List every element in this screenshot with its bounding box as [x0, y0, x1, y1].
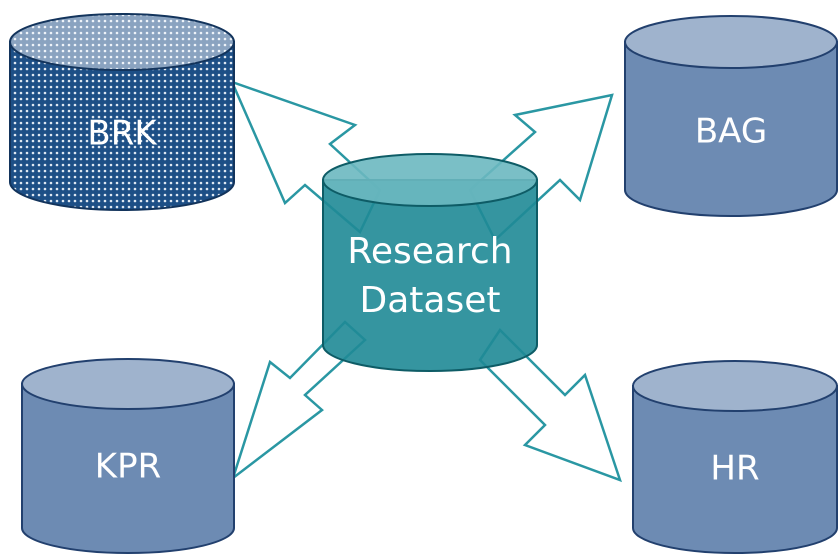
arrow-to-hr — [478, 328, 623, 483]
kpr-label: KPR — [95, 447, 161, 487]
hr-cylinder-top — [632, 360, 838, 412]
bag-label: BAG — [695, 112, 767, 152]
brk-label: BRK — [87, 114, 158, 154]
kpr-cylinder-body — [21, 383, 235, 554]
research-dataset-cylinder-top — [322, 153, 538, 207]
hr-label: HR — [710, 449, 759, 489]
hr-cylinder-body — [632, 385, 838, 554]
research-dataset: Research Dataset — [322, 153, 538, 372]
research-dataset-cylinder-body — [322, 179, 538, 372]
bag-cylinder-top — [624, 15, 838, 69]
database-bag: BAG — [624, 15, 838, 217]
database-kpr: KPR — [21, 358, 235, 554]
kpr-cylinder-top — [21, 358, 235, 410]
research-dataset-label-line1: Research — [347, 231, 512, 272]
database-brk: BRK — [9, 13, 235, 211]
brk-cylinder-top — [9, 13, 235, 71]
bag-cylinder-body — [624, 41, 838, 217]
research-dataset-label-line2: Dataset — [360, 280, 501, 321]
brk-cylinder-body — [9, 41, 235, 211]
database-hr: HR — [632, 360, 838, 554]
